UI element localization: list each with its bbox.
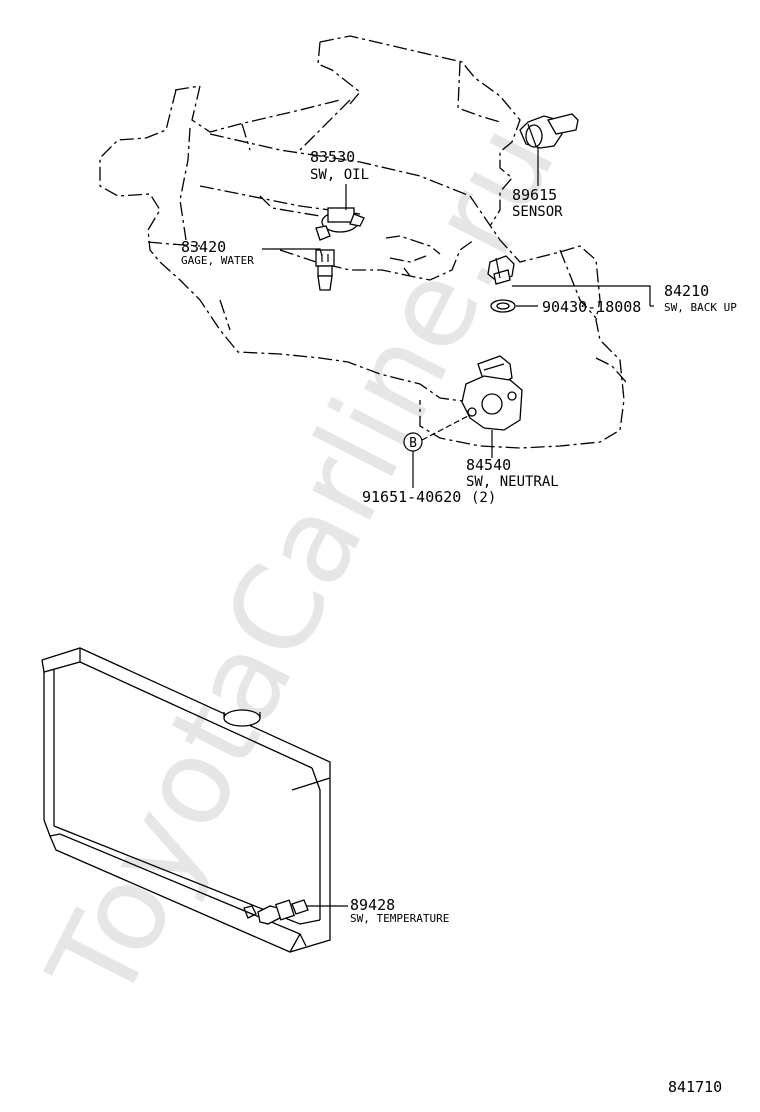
figure-number: 841710 xyxy=(668,1078,722,1096)
part-quantity-91651: (2) xyxy=(471,490,496,506)
part-number-83420: 83420 xyxy=(181,238,226,256)
part-number-83530: 83530 xyxy=(310,148,355,166)
part-name-89428: SW, TEMPERATURE xyxy=(350,912,449,925)
part-number-84210: 84210 xyxy=(664,282,709,300)
reference-marker-b: B xyxy=(403,432,423,452)
part-number-91651: 91651-40620 xyxy=(362,488,461,506)
water-gage-83420-part[interactable] xyxy=(315,249,335,291)
part-name-84210: SW, BACK UP xyxy=(664,301,737,314)
gasket-90430-part[interactable] xyxy=(490,299,516,313)
backup-switch-84210-part[interactable] xyxy=(487,255,515,285)
part-name-89615: SENSOR xyxy=(512,204,563,220)
callout-83420: 83420 GAGE, WATER xyxy=(181,238,254,267)
callout-90430: 90430-18008 xyxy=(542,298,641,316)
engine-outline xyxy=(99,35,627,449)
oil-switch-83530-part[interactable] xyxy=(315,207,365,241)
part-number-90430: 90430-18008 xyxy=(542,298,641,316)
reference-marker-label: B xyxy=(409,436,417,451)
callout-84540: 84540 SW, NEUTRAL xyxy=(466,456,559,490)
callout-83530: 83530 SW, OIL xyxy=(310,148,369,183)
leader-84210 xyxy=(512,285,651,306)
part-name-83420: GAGE, WATER xyxy=(181,254,254,267)
neutral-switch-84540-part[interactable] xyxy=(461,355,523,431)
callout-84210: 84210 SW, BACK UP xyxy=(664,282,737,314)
part-number-89428: 89428 xyxy=(350,896,395,914)
part-number-89615: 89615 xyxy=(512,186,557,204)
radiator-outline xyxy=(41,647,331,953)
part-number-84540: 84540 xyxy=(466,456,511,474)
sensor-89615-part[interactable] xyxy=(519,113,579,149)
part-name-84540: SW, NEUTRAL xyxy=(466,474,559,490)
temperature-switch-89428-part[interactable] xyxy=(257,899,309,925)
part-name-83530: SW, OIL xyxy=(310,167,369,183)
callout-89428: 89428 SW, TEMPERATURE xyxy=(350,896,449,925)
leader-83420 xyxy=(262,248,323,257)
callout-89615: 89615 SENSOR xyxy=(512,186,563,220)
watermark-text: ToyotaCarline.ru xyxy=(22,103,582,1024)
callout-91651: 91651-40620 (2) xyxy=(362,488,496,506)
